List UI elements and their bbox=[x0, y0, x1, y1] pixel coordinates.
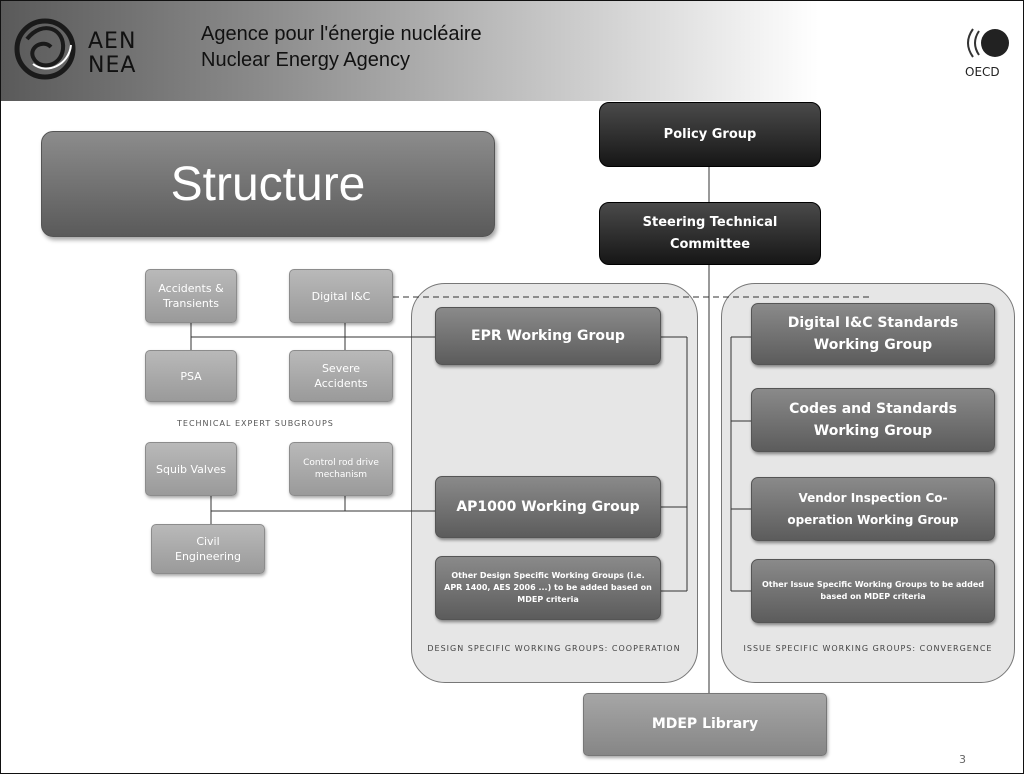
nea-logo: AEN NEA bbox=[13, 9, 223, 95]
working-group-label: Other Issue Specific Working Groups to b… bbox=[761, 580, 984, 601]
logo-text-nea: NEA bbox=[88, 53, 137, 78]
header-title-fr: Agence pour l'énergie nucléaire bbox=[201, 23, 482, 45]
subgroup-severe-accidents: Severe Accidents bbox=[289, 350, 393, 402]
slide-title: Structure bbox=[41, 131, 495, 237]
nea-emblem-icon bbox=[14, 18, 76, 80]
working-group-label: Digital I&C Standards Working Group bbox=[787, 315, 959, 353]
mdep-library-label: MDEP Library bbox=[651, 716, 759, 732]
subgroup-civil-engineering: Civil Engineering bbox=[151, 524, 265, 574]
logo-text-aen: AEN bbox=[88, 29, 137, 54]
design-specific-caption: DESIGN SPECIFIC WORKING GROUPS: COOPERAT… bbox=[427, 644, 681, 653]
issue-specific-caption: ISSUE SPECIFIC WORKING GROUPS: CONVERGEN… bbox=[743, 644, 993, 653]
technical-subgroups-caption: TECHNICAL EXPERT SUBGROUPS bbox=[177, 419, 334, 428]
subgroup-label: Digital I&C bbox=[311, 289, 371, 303]
vendor-inspection-working-group: Vendor Inspection Co-operation Working G… bbox=[751, 477, 995, 541]
working-group-label: Vendor Inspection Co-operation Working G… bbox=[787, 491, 959, 527]
subgroup-accidents-transients: Accidents & Transients bbox=[145, 269, 237, 323]
oecd-emblem-icon bbox=[967, 28, 1009, 58]
subgroup-digital-ic: Digital I&C bbox=[289, 269, 393, 323]
subgroup-label: PSA bbox=[180, 369, 202, 383]
header-banner: AEN NEA Agence pour l'énergie nucléaire … bbox=[1, 1, 1023, 101]
policy-group-box: Policy Group bbox=[599, 102, 821, 167]
subgroup-label: Severe Accidents bbox=[314, 362, 368, 390]
policy-group-label: Policy Group bbox=[663, 126, 757, 142]
steering-committee-label: Steering Technical Committee bbox=[642, 214, 778, 252]
page-number: 3 bbox=[959, 753, 966, 766]
digital-ic-standards-working-group: Digital I&C Standards Working Group bbox=[751, 303, 995, 365]
steering-committee-box: Steering Technical Committee bbox=[599, 202, 821, 265]
oecd-label: OECD bbox=[965, 65, 1000, 79]
subgroup-label: Squib Valves bbox=[156, 462, 226, 476]
subgroup-control-rod-drive: Control rod drive mechanism bbox=[289, 442, 393, 496]
subgroup-label: Civil Engineering bbox=[175, 535, 241, 563]
other-design-specific-groups: Other Design Specific Working Groups (i.… bbox=[435, 556, 661, 620]
header-title-en: Nuclear Energy Agency bbox=[201, 49, 411, 71]
working-group-label: EPR Working Group bbox=[471, 328, 625, 344]
subgroup-squib-valves: Squib Valves bbox=[145, 442, 237, 496]
subgroup-label: Control rod drive mechanism bbox=[303, 458, 379, 480]
mdep-library-box: MDEP Library bbox=[583, 693, 827, 756]
subgroup-psa: PSA bbox=[145, 350, 237, 402]
subgroup-label: Accidents & Transients bbox=[158, 282, 224, 310]
ap1000-working-group: AP1000 Working Group bbox=[435, 476, 661, 538]
working-group-label: AP1000 Working Group bbox=[456, 499, 640, 515]
working-group-label: Codes and Standards Working Group bbox=[789, 401, 957, 439]
codes-standards-working-group: Codes and Standards Working Group bbox=[751, 388, 995, 452]
other-issue-specific-groups: Other Issue Specific Working Groups to b… bbox=[751, 559, 995, 623]
working-group-label: Other Design Specific Working Groups (i.… bbox=[444, 571, 652, 604]
epr-working-group: EPR Working Group bbox=[435, 307, 661, 365]
oecd-logo: OECD bbox=[959, 21, 1019, 91]
